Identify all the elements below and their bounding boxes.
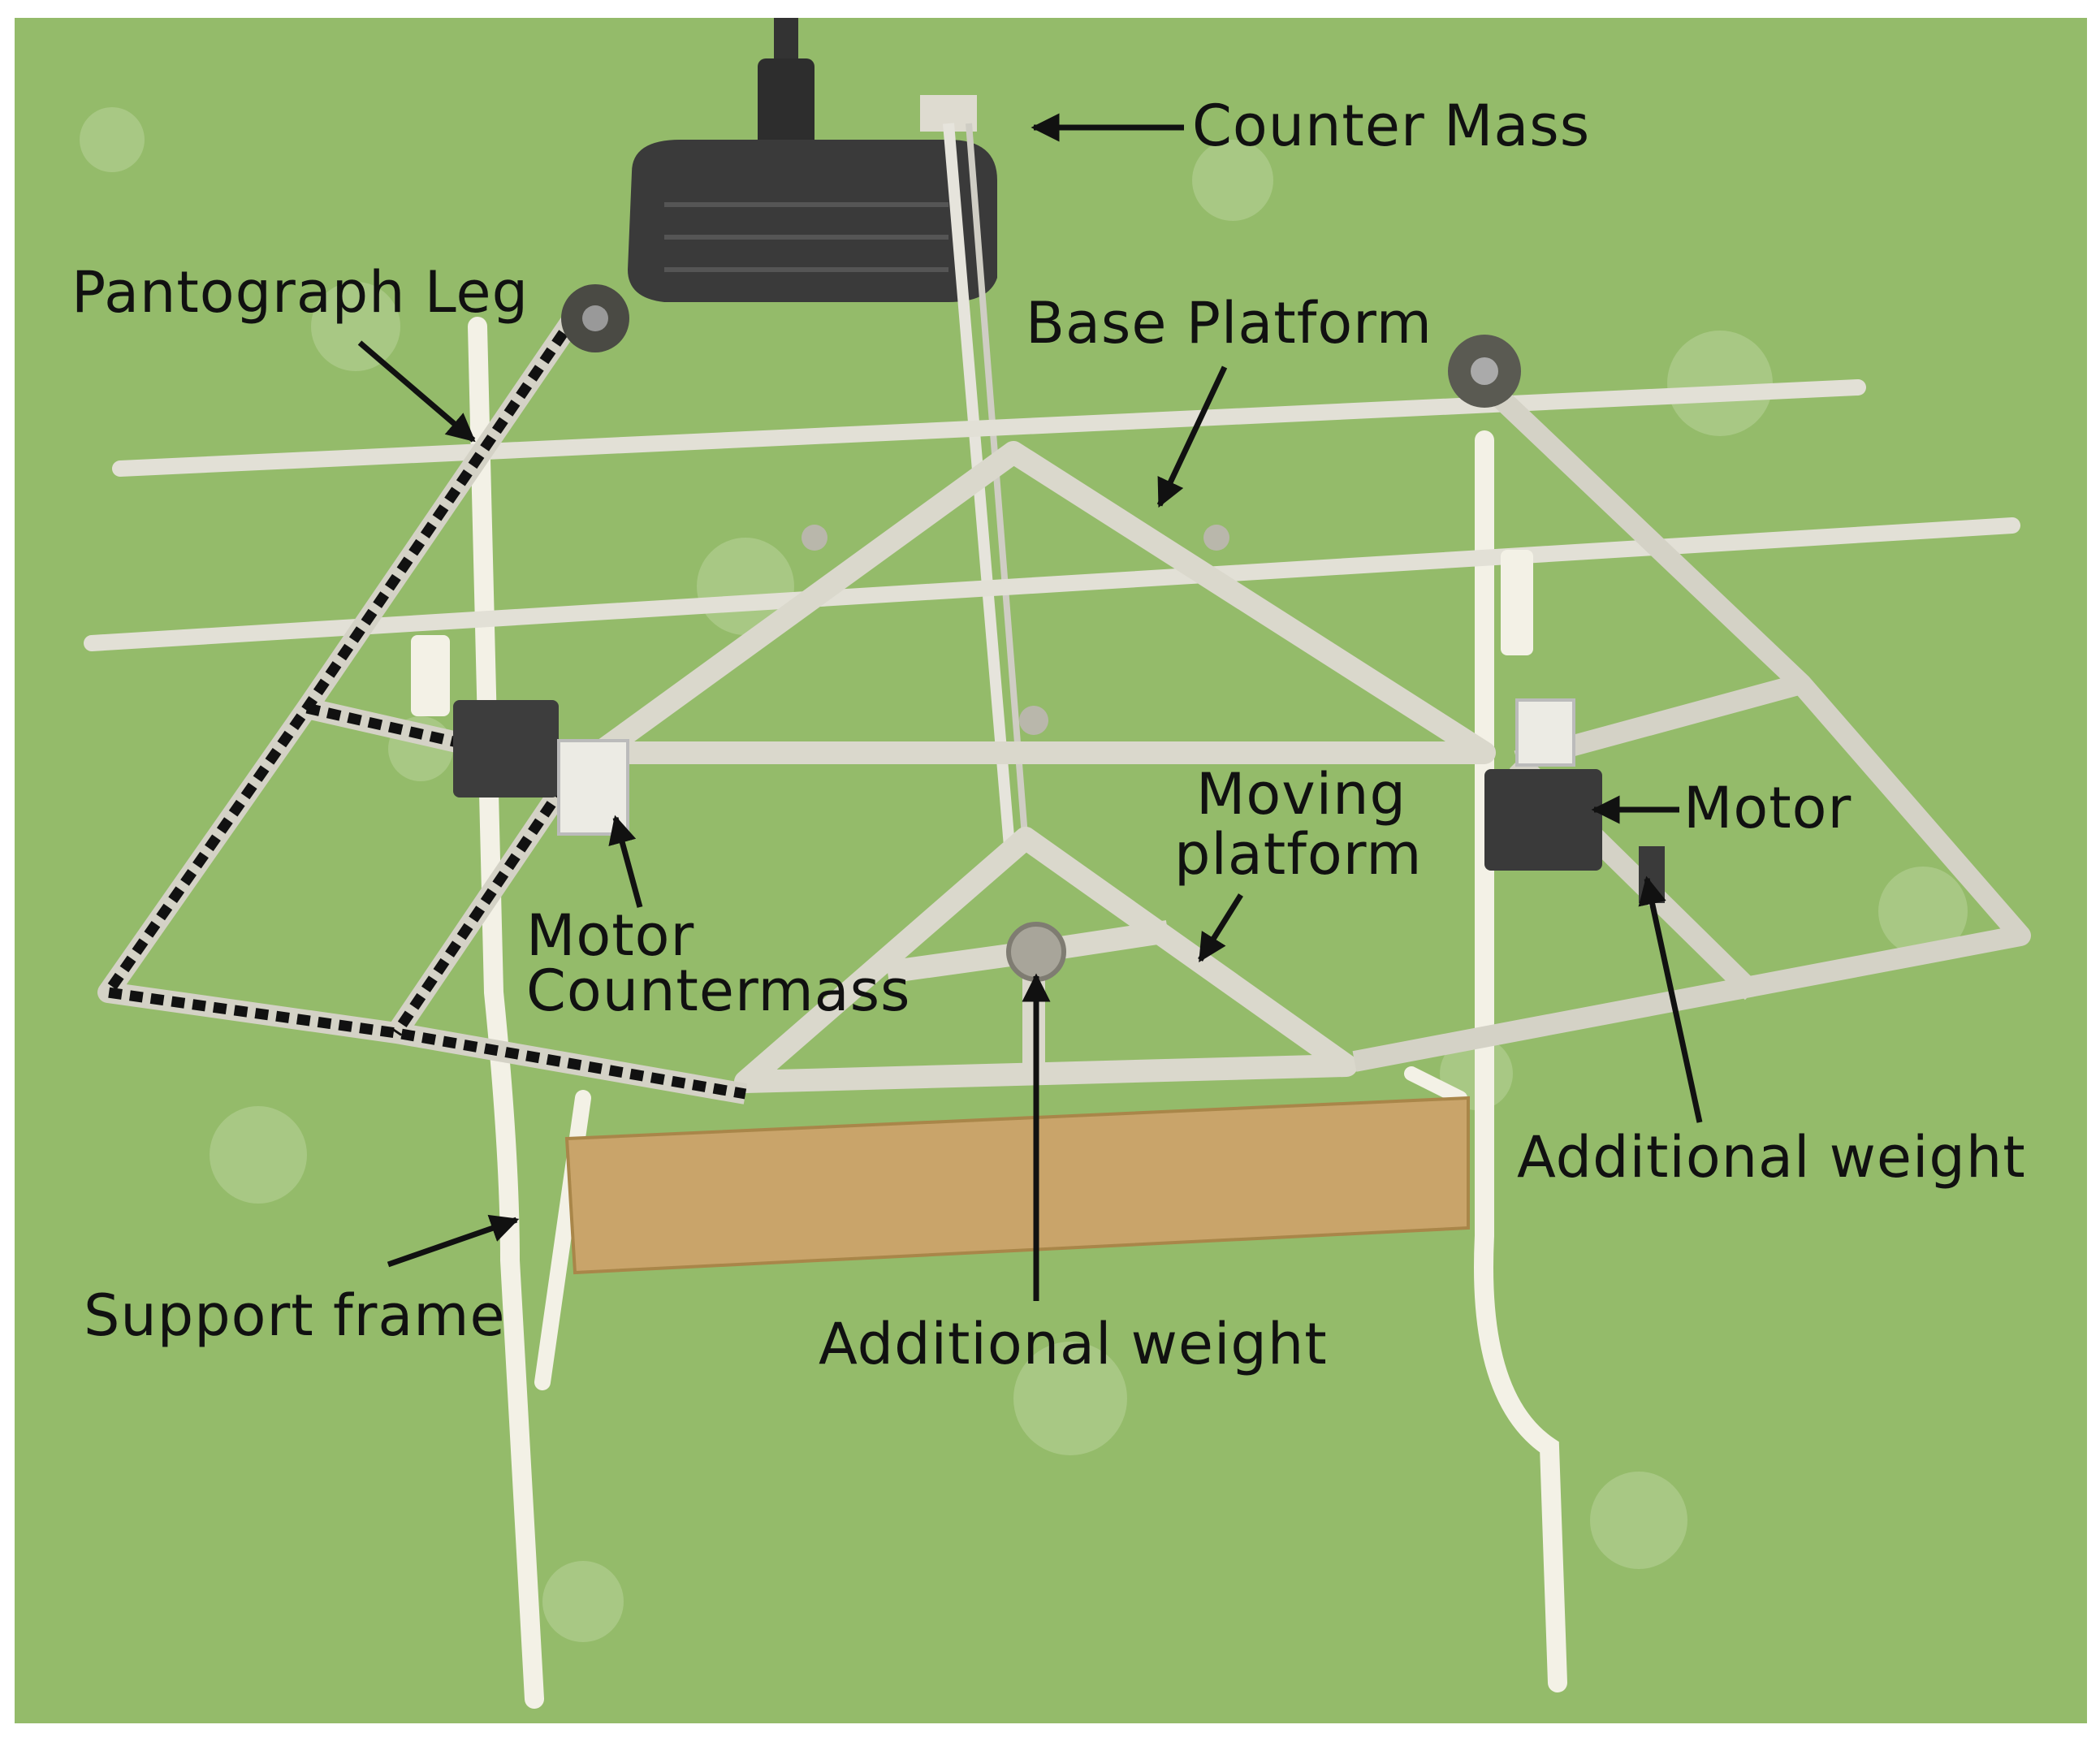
arrow-motor-countermass bbox=[608, 815, 643, 908]
turf-texture bbox=[80, 107, 1968, 1642]
label-counter-mass: Counter Mass bbox=[1192, 93, 1591, 159]
umbrella-base bbox=[628, 18, 997, 302]
turf-background bbox=[15, 18, 2087, 1723]
frame-posts bbox=[411, 550, 1533, 716]
label-additional-weight-center: Additional weight bbox=[819, 1311, 1328, 1377]
wooden-board bbox=[564, 1096, 1470, 1275]
label-moving-platform-1: Moving bbox=[1196, 761, 1406, 828]
arrow-support-frame bbox=[387, 1214, 520, 1268]
label-pantograph-leg: Pantograph Leg bbox=[71, 259, 529, 326]
label-motor-countermass-1: Motor bbox=[526, 902, 695, 969]
arrow-additional-weight-right bbox=[1638, 875, 1703, 1123]
arrow-moving-platform bbox=[1198, 893, 1243, 962]
apparatus-photo bbox=[15, 18, 2087, 1723]
label-motor-countermass-2: Countermass bbox=[526, 957, 911, 1024]
label-motor-right: Motor bbox=[1683, 775, 1852, 841]
label-additional-weight-right: Additional weight bbox=[1517, 1124, 2026, 1191]
label-base-platform: Base Platform bbox=[1026, 290, 1432, 357]
label-moving-platform-2: platform bbox=[1174, 821, 1423, 888]
photo-wash bbox=[15, 18, 2087, 1723]
right-motor bbox=[1484, 698, 1602, 871]
label-support-frame: Support frame bbox=[84, 1282, 506, 1349]
base-platform bbox=[588, 441, 1496, 764]
arrow-pantograph-leg bbox=[357, 340, 476, 443]
moving-platform-weight bbox=[1006, 922, 1066, 982]
annotation-arrows bbox=[357, 113, 1703, 1301]
arrow-base-platform bbox=[1156, 365, 1228, 508]
base-rails bbox=[84, 379, 2020, 651]
photo-frame: Counter Mass Pantograph Leg Base Platfor… bbox=[15, 18, 2087, 1723]
left-motor bbox=[453, 700, 629, 836]
